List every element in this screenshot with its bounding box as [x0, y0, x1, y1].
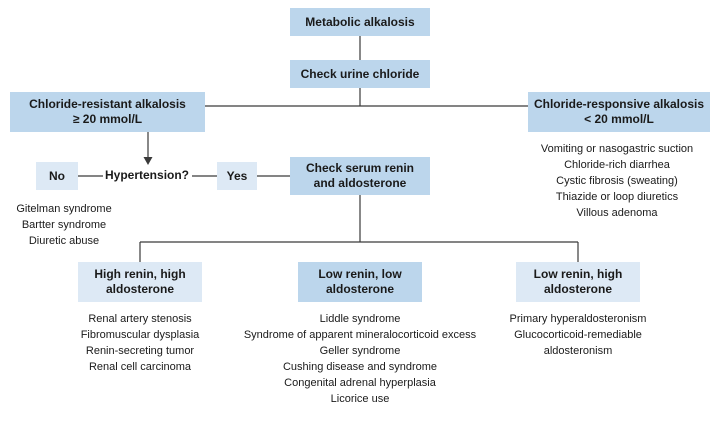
list-item: Thiazide or loop diuretics	[555, 191, 679, 203]
list-item: Renal artery stenosis	[88, 313, 192, 325]
node-high-renin-high-aldo: High renin, high aldosterone	[78, 262, 202, 302]
list-item: Gitelman syndrome	[16, 203, 112, 215]
node-high-renin-line1: High renin, high	[94, 267, 186, 281]
list-low-renin-high-aldo-causes: Primary hyperaldosteronism Glucocorticoi…	[510, 311, 647, 359]
node-check-urine-chloride-label: Check urine chloride	[300, 66, 420, 81]
node-low-renin-low-line2: aldosterone	[325, 282, 394, 296]
list-item: Primary hyperaldosteronism	[509, 313, 647, 325]
list-item: Liddle syndrome	[319, 313, 401, 325]
node-metabolic-alkalosis: Metabolic alkalosis	[290, 8, 430, 36]
list-chloride-responsive-causes: Vomiting or nasogastric suction Chloride…	[541, 141, 693, 221]
node-chloride-responsive-line1: Chloride-responsive alkalosis	[533, 97, 705, 111]
node-low-renin-low-aldo: Low renin, low aldosterone	[298, 262, 422, 302]
node-high-renin-line2: aldosterone	[105, 282, 174, 296]
node-yes-label: Yes	[226, 168, 248, 183]
list-item: Vomiting or nasogastric suction	[540, 143, 694, 155]
list-item: Fibromuscular dysplasia	[80, 329, 200, 341]
node-chloride-resistant-line1: Chloride-resistant alkalosis	[29, 97, 186, 111]
list-item: Diuretic abuse	[28, 235, 100, 247]
node-check-urine-chloride: Check urine chloride	[290, 60, 430, 88]
list-item: Chloride-rich diarrhea	[564, 159, 670, 171]
arrowhead-down	[143, 157, 153, 165]
list-item: Villous adenoma	[576, 207, 658, 219]
node-chloride-responsive-line2: < 20 mmol/L	[584, 112, 654, 126]
list-item: Cystic fibrosis (sweating)	[556, 175, 678, 187]
list-item: Cushing disease and syndrome	[282, 361, 438, 373]
list-high-renin-high-aldo-causes: Renal artery stenosis Fibromuscular dysp…	[81, 311, 200, 375]
list-item: aldosteronism	[543, 345, 613, 357]
list-item: Congenital adrenal hyperplasia	[284, 377, 436, 389]
node-low-renin-high-aldo: Low renin, high aldosterone	[516, 262, 640, 302]
node-chloride-resistant: Chloride-resistant alkalosis ≥ 20 mmol/L	[10, 92, 205, 132]
node-hypertension-question: Hypertension?	[103, 168, 192, 183]
list-item: Renal cell carcinoma	[88, 361, 192, 373]
list-item: Glucocorticoid-remediable	[514, 329, 642, 341]
list-low-renin-low-aldo-causes: Liddle syndrome Syndrome of apparent min…	[244, 311, 476, 407]
list-no-hypertension-causes: Gitelman syndrome Bartter syndrome Diure…	[16, 201, 111, 249]
node-chloride-resistant-line2: ≥ 20 mmol/L	[72, 112, 143, 126]
node-check-renin-line1: Check serum renin	[305, 161, 415, 175]
node-low-renin-low-line1: Low renin, low	[318, 267, 402, 281]
node-metabolic-alkalosis-label: Metabolic alkalosis	[305, 14, 415, 29]
node-yes: Yes	[217, 162, 257, 190]
list-item: Bartter syndrome	[21, 219, 107, 231]
list-item: Syndrome of apparent mineralocorticoid e…	[243, 329, 477, 341]
node-no-label: No	[49, 168, 65, 183]
list-item: Geller syndrome	[319, 345, 401, 357]
node-low-renin-high-line1: Low renin, high	[533, 267, 623, 281]
node-check-renin-line2: and aldosterone	[313, 176, 407, 190]
node-chloride-responsive: Chloride-responsive alkalosis < 20 mmol/…	[528, 92, 710, 132]
node-no: No	[36, 162, 78, 190]
list-item: Renin-secreting tumor	[85, 345, 195, 357]
node-low-renin-high-line2: aldosterone	[543, 282, 612, 296]
list-item: Licorice use	[330, 393, 390, 405]
node-check-renin-aldosterone: Check serum renin and aldosterone	[290, 157, 430, 195]
